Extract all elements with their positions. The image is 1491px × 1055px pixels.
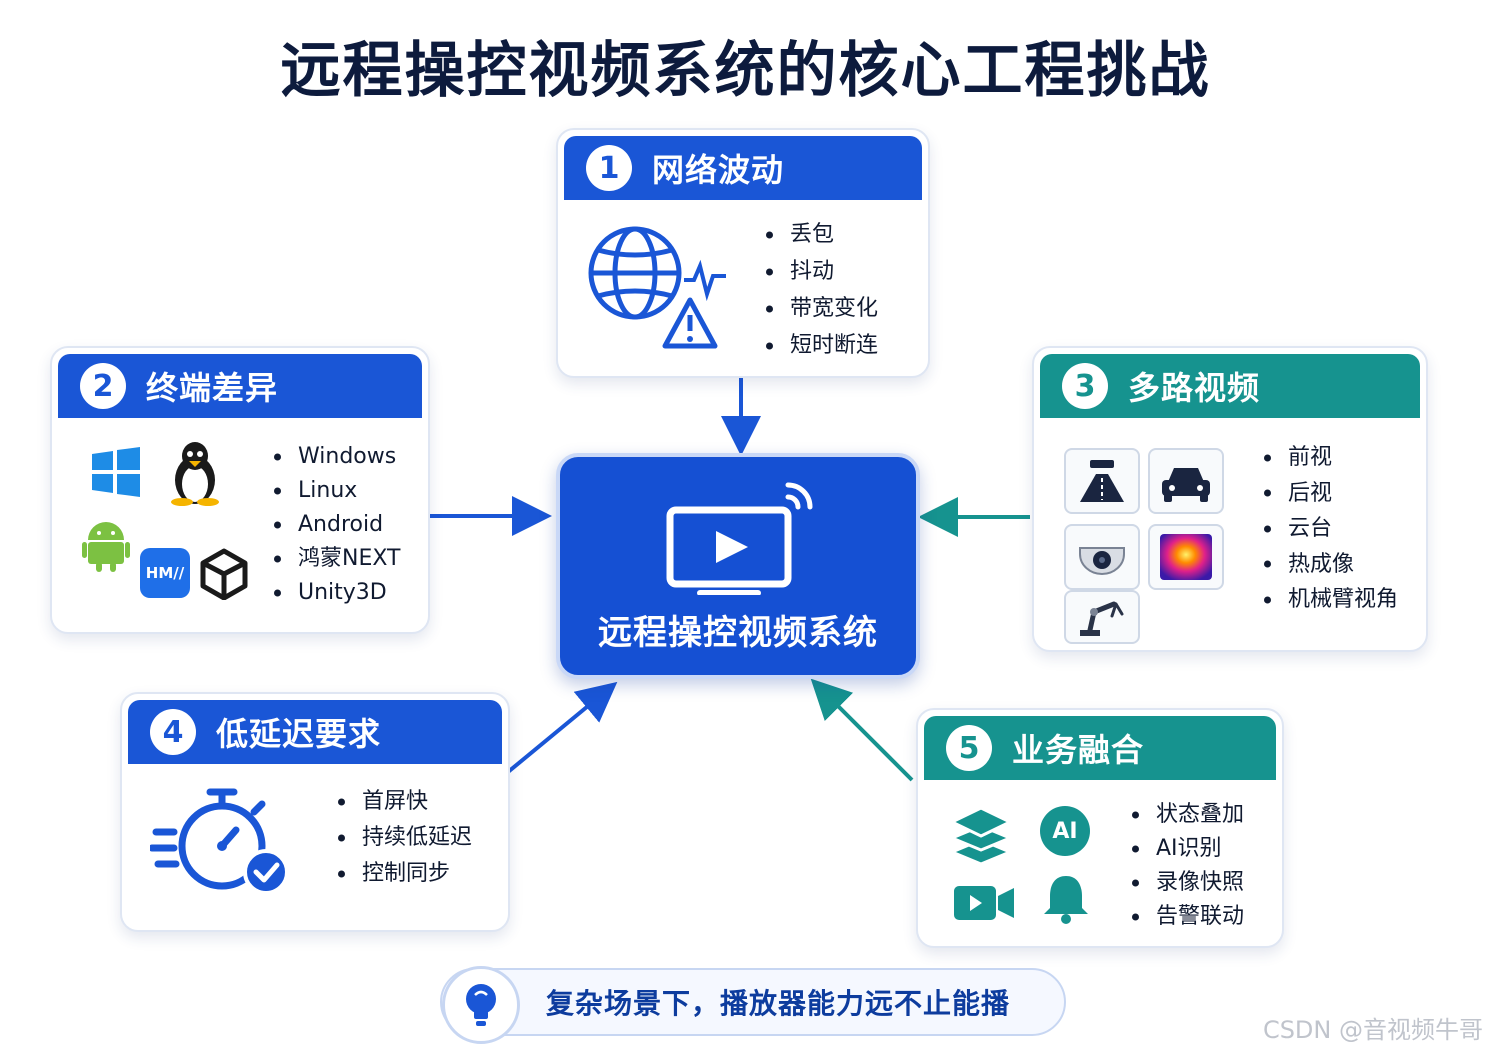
dome-camera-tile — [1064, 524, 1140, 590]
summary-banner: 复杂场景下，播放器能力远不止能播 — [440, 966, 1066, 1044]
terminal-list: Windows Linux Android 鸿蒙NEXT Unity3D — [274, 440, 400, 610]
card-title: 终端差异 — [146, 369, 279, 407]
list-item: 短时断连 — [766, 327, 878, 364]
harmony-badge-text: HM// — [145, 564, 185, 582]
robot-arm-icon — [1080, 601, 1124, 636]
center-label: 远程操控视频系统 — [598, 613, 878, 653]
list-item: 状态叠加 — [1132, 798, 1244, 832]
list-item: 前视 — [1264, 440, 1398, 476]
lightbulb-badge — [442, 966, 520, 1044]
road-camera-icon — [1080, 460, 1124, 502]
card-title: 业务融合 — [1012, 731, 1145, 769]
wifi-icon — [785, 482, 813, 510]
pulse-icon — [684, 259, 726, 302]
arrow-business — [810, 678, 914, 782]
list-item: Android — [274, 508, 400, 542]
card-header: 4 低延迟要求 — [128, 700, 502, 764]
list-item: AI识别 — [1132, 832, 1244, 866]
bell-icon — [1044, 876, 1088, 924]
list-item: 热成像 — [1264, 547, 1398, 583]
watermark: CSDN @音视频牛哥 — [1262, 1016, 1483, 1044]
list-item: 告警联动 — [1132, 900, 1244, 934]
card-terminal: 2 终端差异 HM// Windows Linux Android 鸿蒙NEXT — [50, 346, 430, 634]
linux-icon — [171, 442, 219, 506]
car-icon — [1162, 468, 1210, 502]
card-number: 1 — [586, 145, 632, 191]
list-item: Windows — [274, 440, 400, 474]
card-network: 1 网络波动 丢包 抖动 带宽变化 短时断连 — [556, 128, 930, 378]
list-item: 云台 — [1264, 511, 1398, 547]
robot-arm-tile — [1064, 590, 1140, 644]
card-number: 5 — [946, 725, 992, 771]
windows-icon — [92, 447, 140, 497]
list-item: 抖动 — [766, 253, 878, 290]
list-item: 机械臂视角 — [1264, 582, 1398, 618]
list-item: 丢包 — [766, 216, 878, 253]
business-list: 状态叠加 AI识别 录像快照 告警联动 — [1132, 798, 1244, 934]
road-camera-tile — [1064, 448, 1140, 514]
layers-icon — [950, 806, 1012, 866]
harmony-icon: HM// — [140, 548, 190, 598]
globe-icon — [588, 226, 726, 349]
card-multivideo: 3 多路视频 — [1032, 346, 1428, 652]
list-item: 带宽变化 — [766, 290, 878, 327]
card-title: 多路视频 — [1128, 369, 1261, 407]
card-title: 低延迟要求 — [216, 715, 382, 753]
list-item: 持续低延迟 — [338, 820, 472, 856]
monitor-play-icon — [666, 482, 813, 595]
multivideo-list: 前视 后视 云台 热成像 机械臂视角 — [1264, 440, 1398, 618]
ai-badge-text: AI — [1052, 818, 1078, 844]
list-item: Unity3D — [274, 576, 400, 610]
ai-icon: AI — [1040, 806, 1090, 856]
list-item: 后视 — [1264, 476, 1398, 512]
latency-list: 首屏快 持续低延迟 控制同步 — [338, 784, 472, 892]
arrow-latency — [506, 681, 618, 774]
warning-icon — [662, 297, 718, 349]
thermal-tile — [1148, 524, 1224, 590]
card-header: 3 多路视频 — [1040, 354, 1420, 418]
list-item: 录像快照 — [1132, 866, 1244, 900]
card-business: 5 业务融合 AI 状态叠加 AI识别 录像快照 告警联动 — [916, 708, 1284, 948]
center-system-box: 远程操控视频系统 — [556, 453, 920, 679]
list-item: 鸿蒙NEXT — [274, 542, 400, 576]
unity-icon — [200, 548, 248, 600]
banner-text: 复杂场景下，播放器能力远不止能播 — [546, 987, 1011, 1020]
card-latency: 4 低延迟要求 首屏快 持续低延迟 控制同步 — [120, 692, 510, 932]
card-header: 5 业务融合 — [924, 716, 1276, 780]
card-number: 3 — [1062, 363, 1108, 409]
card-title: 网络波动 — [652, 151, 785, 189]
stopwatch-icon — [150, 788, 289, 895]
card-number: 2 — [80, 363, 126, 409]
android-icon — [82, 522, 130, 572]
car-tile — [1148, 448, 1224, 514]
page-title: 远程操控视频系统的核心工程挑战 — [280, 36, 1211, 106]
list-item: Linux — [274, 474, 400, 508]
thermal-icon — [1160, 534, 1212, 580]
check-icon — [243, 849, 289, 895]
card-number: 4 — [150, 709, 196, 755]
card-header: 2 终端差异 — [58, 354, 422, 418]
network-list: 丢包 抖动 带宽变化 短时断连 — [766, 216, 878, 364]
list-item: 首屏快 — [338, 784, 472, 820]
list-item: 控制同步 — [338, 856, 472, 892]
card-header: 1 网络波动 — [564, 136, 922, 200]
dome-camera-icon — [1079, 547, 1125, 575]
lightbulb-icon — [466, 984, 496, 1026]
video-camera-icon — [954, 886, 1014, 920]
